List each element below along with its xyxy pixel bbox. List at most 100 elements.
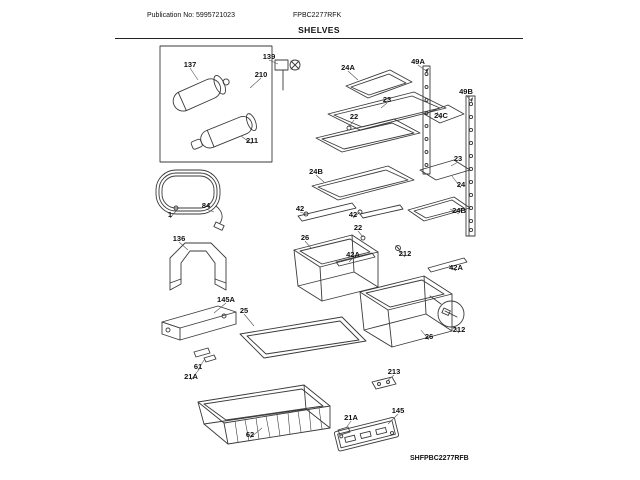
shelf-24c: [423, 104, 465, 124]
leader-line-211: [240, 135, 253, 145]
leader-line-21a: [345, 420, 352, 429]
part-label-49a: 49A: [411, 57, 425, 66]
leader-line-1: [169, 210, 177, 219]
bracket-213: [371, 376, 397, 390]
leader-line-42a: [448, 264, 457, 272]
leader-line-25: [243, 313, 255, 327]
drawer-26-lower: [359, 275, 453, 348]
part-label-211: 211: [246, 136, 258, 145]
bracket-136: [169, 242, 227, 291]
leader-line-212: [397, 249, 406, 258]
part-label-22: 22: [354, 223, 362, 232]
filter-detail-box: [159, 45, 273, 163]
part-137-filter-cartridge: [172, 75, 230, 112]
part-label-212: 212: [453, 325, 466, 334]
leader-line-26: [420, 329, 430, 341]
part-label-21a: 21A: [184, 372, 198, 381]
header-divider: [115, 38, 523, 39]
shelf-24a: [345, 69, 413, 99]
part-label-23: 23: [454, 154, 462, 163]
arrowhead-49b: [470, 97, 473, 102]
clip-21a: [337, 426, 351, 436]
part-label-145a: 145A: [217, 295, 236, 304]
leader-line-210: [249, 77, 262, 89]
slide-42a-left: [335, 252, 376, 267]
part-label-42a: 42A: [346, 250, 360, 259]
shelf-24: [419, 159, 471, 181]
leader-line-136: [178, 241, 189, 251]
leader-line-24c: [436, 111, 442, 120]
part-label-139: 139: [263, 52, 276, 61]
part-label-42: 42: [349, 210, 357, 219]
leader-line-22: [357, 230, 364, 238]
leader-line-61: [197, 359, 205, 371]
tubing-coil-84: [155, 169, 225, 231]
leader-line-26: [304, 240, 312, 249]
part-label-42a: 42A: [449, 263, 463, 272]
part-label-23: 23: [383, 95, 391, 104]
leader-line-139: [268, 59, 279, 65]
shelf-24b-upper: [311, 165, 415, 201]
leader-line-84: [205, 208, 215, 213]
trim-strip-145: [333, 416, 400, 452]
part-label-137: 137: [184, 60, 197, 69]
diagram-code: SHFPBC2277RFB: [410, 455, 469, 462]
slide-42-left: [297, 202, 357, 222]
section-title: SHELVES: [298, 25, 340, 35]
part-label-212: 212: [399, 249, 412, 258]
rail-49a: [422, 65, 431, 175]
clip-22-upper: [346, 125, 352, 131]
arrowhead-49a: [425, 68, 429, 73]
leader-line-137: [189, 67, 199, 81]
leader-line-49b: [465, 94, 471, 101]
leader-line-49a: [417, 64, 426, 71]
pan-rib-lines: [234, 407, 323, 443]
part-label-26: 26: [425, 332, 433, 341]
shelf-24b-lower: [407, 196, 471, 222]
leader-line-42: [352, 211, 361, 219]
part-label-1: 1: [168, 210, 172, 219]
shelf-25: [239, 316, 367, 359]
rail-kit-145a: [161, 305, 237, 363]
leader-line-145a: [213, 302, 227, 314]
model-number: FPBC2277RFK: [293, 12, 342, 19]
part-label-24: 24: [457, 180, 466, 189]
drawer-26-upper: [293, 234, 379, 302]
rail-49b: [465, 95, 476, 237]
part-label-24a: 24A: [341, 63, 355, 72]
detail-circle-212: [429, 295, 465, 328]
part-label-24b: 24B: [452, 206, 466, 215]
part-label-24b: 24B: [309, 167, 323, 176]
part-label-21a: 21A: [344, 413, 358, 422]
leader-line-42: [299, 211, 307, 215]
shelf-22: [315, 118, 421, 153]
part-label-210: 210: [255, 70, 268, 79]
part-label-42: 42: [296, 204, 304, 213]
leader-line-22: [348, 119, 355, 128]
clip-22-lower: [360, 235, 366, 241]
part-labels-layer: 137139210211841136145A256121A6221314521A…: [168, 52, 474, 439]
leader-line-24b: [449, 208, 460, 215]
leader-line-23: [450, 161, 459, 167]
part-label-62: 62: [246, 430, 254, 439]
leader-line-212: [452, 325, 460, 334]
leader-line-145: [387, 413, 399, 425]
part-label-145: 145: [392, 406, 405, 415]
part-label-25: 25: [240, 306, 248, 315]
part-label-136: 136: [173, 234, 186, 243]
leader-line-213: [385, 374, 395, 383]
leader-line-21a: [190, 367, 201, 381]
leader-line-24a: [347, 70, 359, 81]
part-211-filter-cartridge: [190, 113, 257, 150]
part-label-61: 61: [194, 362, 202, 371]
part-label-24c: 24C: [434, 111, 448, 120]
part-139-fitting: [274, 59, 301, 91]
part-label-84: 84: [202, 201, 211, 210]
part-label-213: 213: [388, 367, 401, 376]
part-label-49b: 49B: [459, 87, 473, 96]
part-label-22: 22: [350, 112, 358, 121]
crisper-pan-62: [197, 384, 331, 445]
part-label-26: 26: [301, 233, 309, 242]
